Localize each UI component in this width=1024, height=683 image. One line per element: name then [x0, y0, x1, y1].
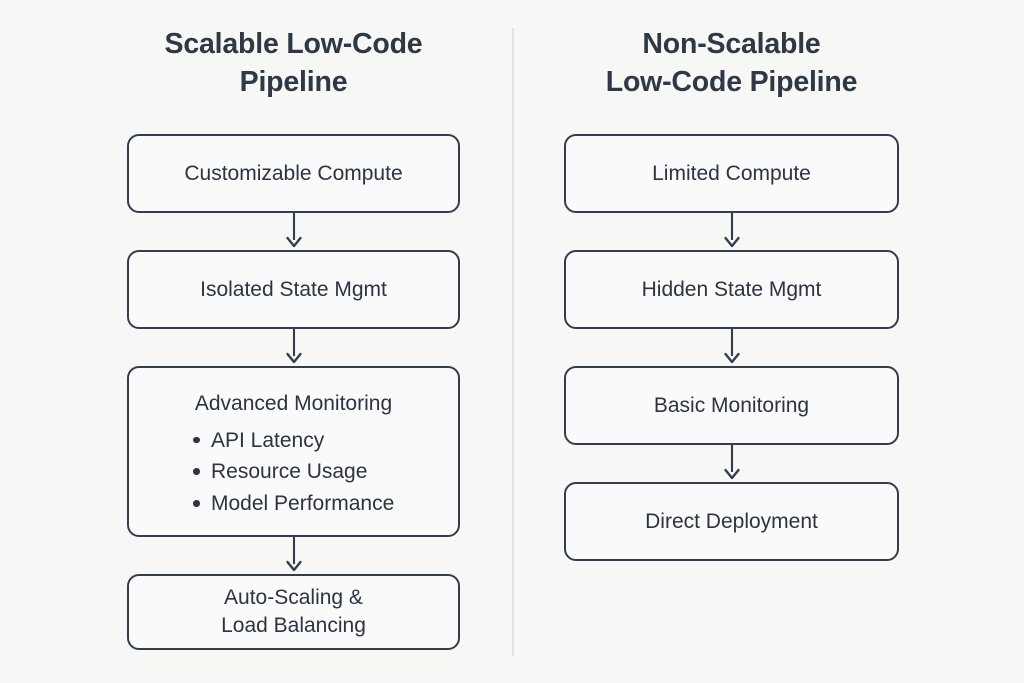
flow-scalable: Customizable Compute Isolated State Mgmt… — [127, 134, 460, 651]
column-scalable: Scalable Low-Code Pipeline Customizable … — [127, 0, 460, 651]
node-label: Advanced Monitoring — [194, 392, 393, 416]
node-hidden-state-mgmt[interactable]: Hidden State Mgmt — [564, 250, 899, 330]
node-auto-scaling-load-balancing[interactable]: Auto-Scaling & Load Balancing — [127, 574, 460, 651]
node-basic-monitoring[interactable]: Basic Monitoring — [564, 366, 899, 446]
list-item: Model Performance — [193, 488, 394, 520]
node-label: Customizable Compute — [184, 161, 403, 185]
node-label: Basic Monitoring — [653, 393, 810, 417]
arrow-down-icon — [722, 445, 742, 482]
node-direct-deployment[interactable]: Direct Deployment — [564, 482, 899, 562]
list-item: Resource Usage — [193, 456, 394, 488]
column-title-non-scalable: Non-Scalable Low-Code Pipeline — [605, 28, 858, 98]
node-isolated-state-mgmt[interactable]: Isolated State Mgmt — [127, 250, 460, 330]
column-non-scalable: Non-Scalable Low-Code Pipeline Limited C… — [564, 0, 899, 562]
arrow-down-icon — [284, 213, 304, 250]
arrow-down-icon — [284, 537, 304, 574]
column-title-scalable: Scalable Low-Code Pipeline — [164, 28, 423, 98]
node-label: Hidden State Mgmt — [641, 277, 822, 301]
node-label: Auto-Scaling & Load Balancing — [221, 585, 366, 638]
node-advanced-monitoring[interactable]: Advanced Monitoring API Latency Resource… — [127, 366, 460, 538]
node-label: Isolated State Mgmt — [200, 277, 387, 301]
arrow-down-icon — [722, 213, 742, 250]
node-limited-compute[interactable]: Limited Compute — [564, 134, 899, 214]
node-label: Limited Compute — [652, 161, 811, 185]
column-divider — [512, 28, 514, 656]
node-customizable-compute[interactable]: Customizable Compute — [127, 134, 460, 214]
list-item: API Latency — [193, 425, 394, 457]
node-label: Direct Deployment — [645, 509, 818, 533]
flow-non-scalable: Limited Compute Hidden State Mgmt Basic … — [564, 134, 899, 562]
arrow-down-icon — [722, 329, 742, 366]
arrow-down-icon — [284, 329, 304, 366]
monitoring-feature-list: API Latency Resource Usage Model Perform… — [193, 425, 394, 521]
